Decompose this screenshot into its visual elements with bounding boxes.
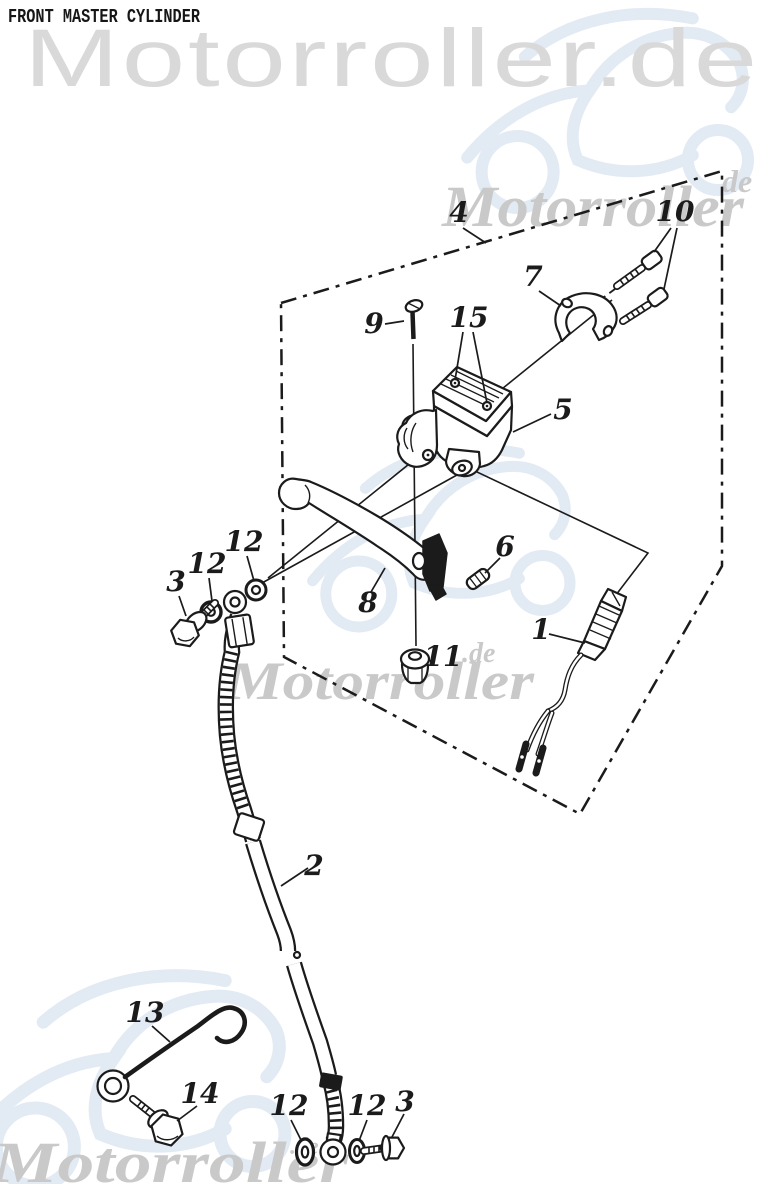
watermark-brand-text: Motorroller.de (24, 13, 760, 104)
callout-12-top-b: 12 (188, 547, 227, 580)
hose-collar (232, 812, 266, 842)
watermark-layer: Motorroller.de Motorroller de Motorrolle… (0, 13, 760, 1184)
pivot-screw-drawing (404, 299, 424, 340)
brake-hose-drawing (217, 589, 347, 1166)
handlebar-clamp-drawing (554, 292, 618, 343)
callout-12-top-a: 12 (225, 525, 264, 558)
callout-13: 13 (126, 996, 165, 1029)
bottom-banjo-hardware-drawing (294, 1134, 406, 1167)
watermark-script-top-suffix: de (722, 163, 752, 199)
callout-12-bot-b: 12 (348, 1089, 387, 1122)
spring-pin-drawing (465, 567, 491, 591)
leader-lines (151, 227, 678, 1142)
watermark-script-middle-suffix: .de (462, 638, 495, 669)
retaining-hook-drawing (96, 1005, 248, 1103)
lever-pivot-hole (411, 551, 427, 571)
callout-3-bot: 3 (395, 1085, 414, 1118)
lever-perch (422, 533, 448, 592)
panel-outline (279, 169, 724, 816)
dust-cap-drawing (399, 648, 431, 685)
callout-9: 9 (364, 307, 383, 340)
callout-labels: 4 10 7 9 15 5 12 12 3 6 8 11 1 2 13 14 1… (126, 195, 695, 1122)
callout-6: 6 (495, 530, 514, 563)
hose-bottom-fitting (319, 1072, 343, 1091)
hose-joint-dot (292, 950, 302, 960)
callout-10: 10 (656, 195, 695, 228)
callout-2: 2 (303, 849, 323, 882)
callout-1: 1 (531, 613, 550, 646)
brake-lever-drawing (277, 477, 448, 601)
watermark-script-middle: Motorroller (225, 651, 535, 711)
clamp-bolts-drawing (613, 249, 669, 325)
callout-7: 7 (523, 260, 543, 293)
master-cylinder-drawing (396, 365, 514, 478)
callout-15: 15 (450, 301, 489, 334)
flange-bolt-drawing (129, 1095, 184, 1147)
callout-4: 4 (449, 196, 468, 229)
callout-12-bot-a: 12 (270, 1089, 309, 1122)
brake-light-switch-drawing (515, 587, 628, 777)
hose-top-fitting (224, 613, 255, 649)
callout-3-top: 3 (166, 565, 185, 598)
callout-8: 8 (357, 586, 377, 619)
callout-11: 11 (424, 640, 463, 673)
callout-14: 14 (181, 1077, 220, 1110)
watermark-script-top: Motorroller (441, 174, 745, 239)
callout-5: 5 (553, 393, 572, 426)
top-banjo-hardware-drawing (170, 578, 268, 648)
page-title: FRONT MASTER CYLINDER (8, 6, 200, 28)
